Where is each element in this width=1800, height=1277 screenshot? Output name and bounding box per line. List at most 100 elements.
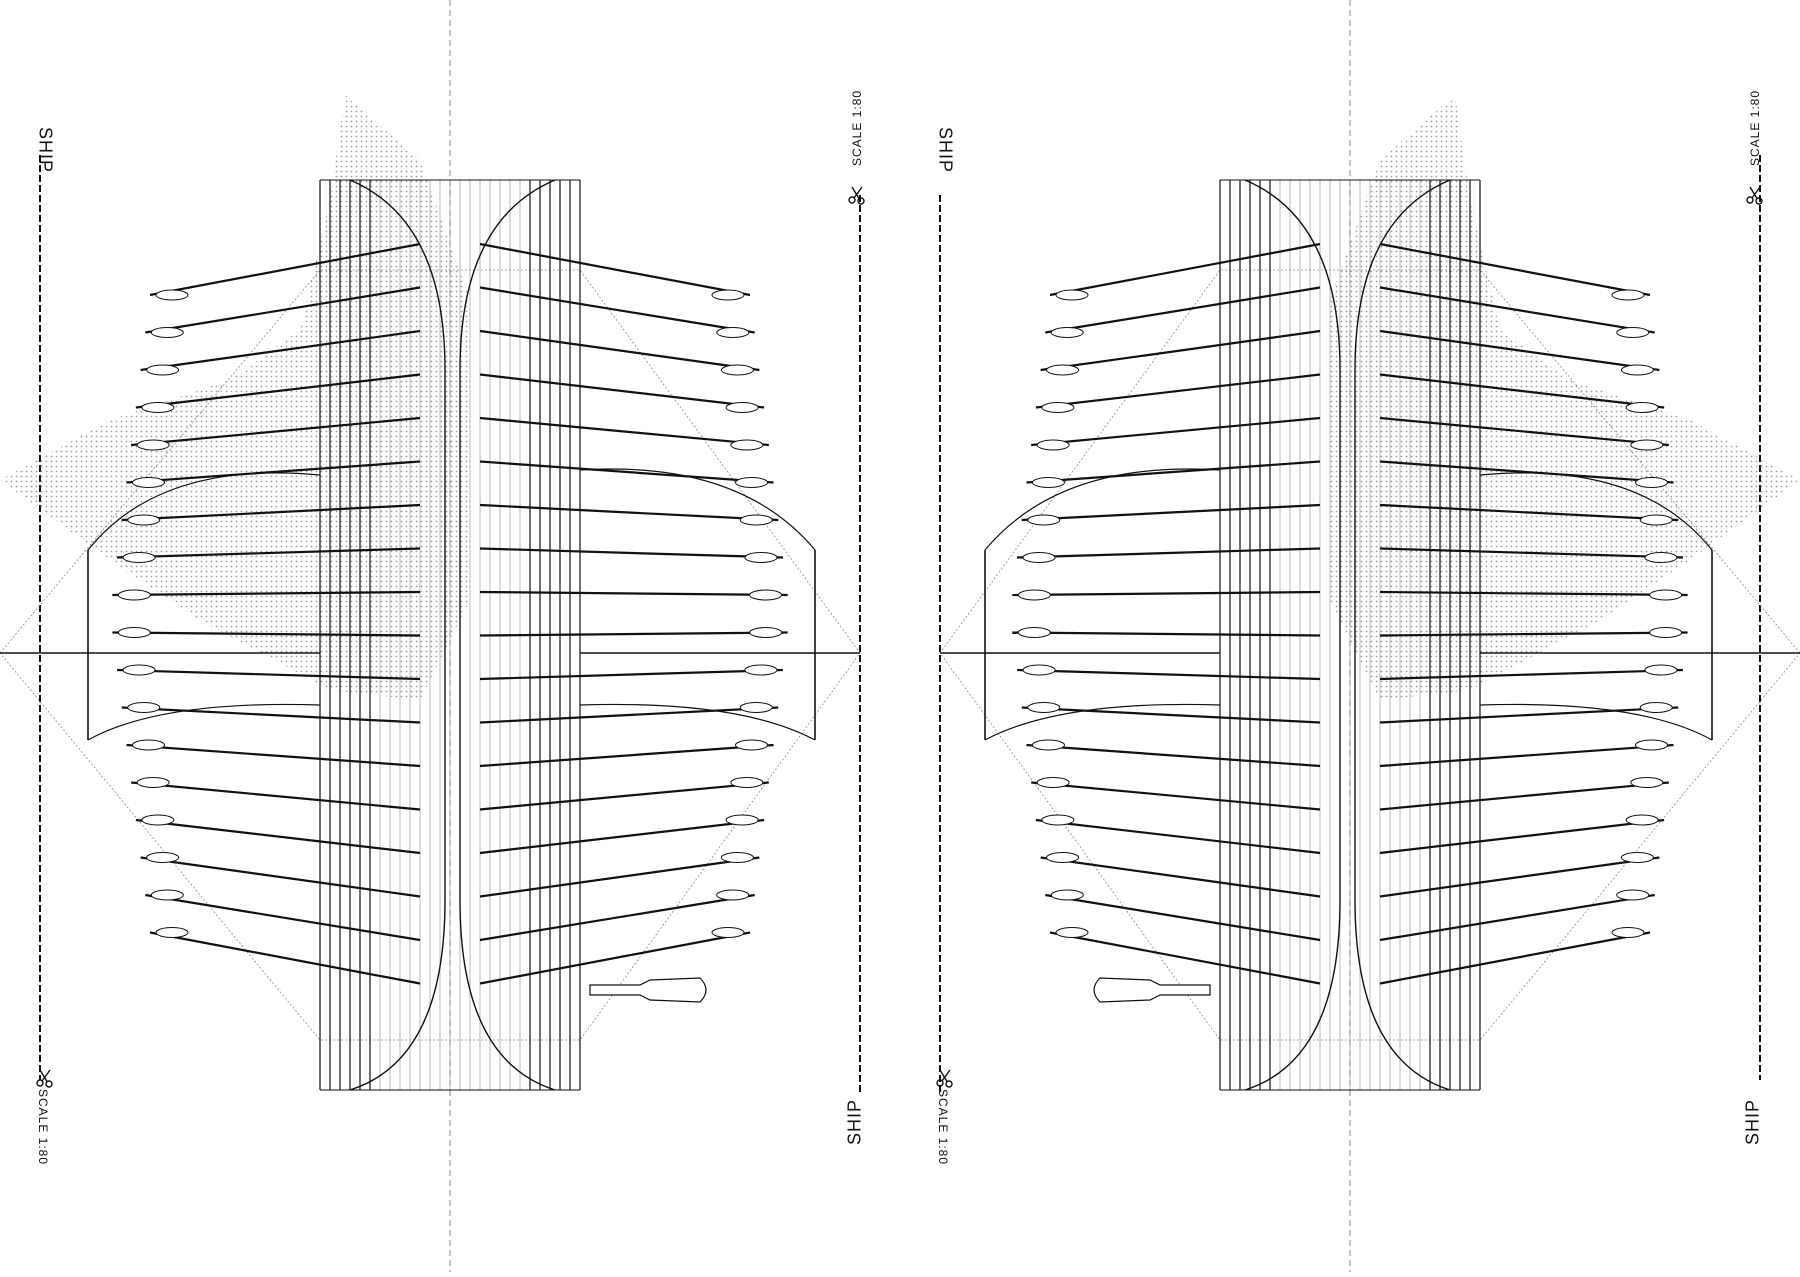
oar-blade-left bbox=[1620, 364, 1654, 376]
oar-blade-left bbox=[117, 627, 151, 638]
oar-blade-right bbox=[1046, 364, 1080, 376]
oar-left bbox=[126, 743, 421, 768]
oar-blade-left bbox=[150, 889, 184, 901]
oar-blade-right bbox=[1041, 814, 1075, 826]
oar-blade-right bbox=[711, 289, 745, 301]
oar-blade-right bbox=[730, 439, 764, 451]
oar-right bbox=[479, 242, 751, 297]
oar-blade-right bbox=[739, 702, 773, 713]
oar-blade-left bbox=[1625, 814, 1659, 826]
oar-blade-right bbox=[1055, 289, 1089, 301]
oar-blade-right bbox=[744, 552, 778, 563]
scissors-icon bbox=[936, 1069, 953, 1088]
oar-right bbox=[479, 547, 783, 559]
oar-right bbox=[1026, 460, 1321, 484]
oar-blade-left bbox=[136, 777, 170, 788]
oar-right bbox=[1049, 931, 1321, 985]
oar-left bbox=[1379, 373, 1665, 409]
oar-blade-right bbox=[1050, 327, 1084, 338]
oar-blade-left bbox=[122, 552, 156, 563]
right-scale-label-top: SCALE 1:80 bbox=[1748, 89, 1762, 167]
oar-blade-right bbox=[1036, 777, 1070, 788]
oar-right bbox=[479, 818, 765, 855]
oar-left bbox=[131, 416, 421, 447]
oar-blade-left bbox=[1630, 439, 1664, 451]
oar-blade-left bbox=[1649, 627, 1683, 638]
oar-right bbox=[479, 931, 751, 985]
oar-left bbox=[149, 242, 421, 297]
left-ship-title-top: SHIP bbox=[35, 126, 56, 174]
oar-left bbox=[1379, 329, 1660, 372]
oar-left bbox=[1379, 631, 1688, 637]
sail-arc bbox=[1479, 703, 1713, 741]
sail-arc bbox=[87, 472, 321, 551]
left-panel-drawing bbox=[0, 0, 861, 1272]
oar-blade-right bbox=[716, 327, 750, 338]
oar-blade-left bbox=[1616, 327, 1650, 338]
sail-arc bbox=[87, 703, 321, 741]
oar-right bbox=[479, 503, 779, 522]
oar-blade-left bbox=[141, 402, 175, 413]
oar-blade-right bbox=[1031, 739, 1065, 751]
sail-arc bbox=[984, 468, 1221, 551]
oar-blade-left bbox=[1644, 552, 1678, 563]
oar-blade-left bbox=[122, 664, 156, 676]
oar-right bbox=[1012, 631, 1321, 637]
oar-right bbox=[1031, 781, 1321, 811]
oar-blade-left bbox=[1635, 477, 1669, 488]
oar-blade-left bbox=[1625, 402, 1659, 413]
oar-right bbox=[1040, 329, 1321, 372]
oar-right bbox=[479, 416, 769, 447]
oar-left bbox=[135, 373, 421, 409]
oar-right bbox=[479, 781, 769, 811]
right-ship-title-top: SHIP bbox=[935, 126, 956, 174]
oar-left bbox=[121, 503, 421, 522]
oar-blade-left bbox=[131, 477, 165, 488]
oar-blade-left bbox=[131, 739, 165, 751]
oar-right bbox=[479, 856, 760, 898]
scissors-icon bbox=[848, 186, 865, 205]
oar-right bbox=[1012, 590, 1321, 597]
oar-blade-right bbox=[725, 402, 759, 413]
oar-left bbox=[1379, 286, 1655, 334]
oar-blade-right bbox=[1017, 627, 1051, 638]
oar-blade-right bbox=[1017, 589, 1051, 601]
oar-blade-right bbox=[716, 889, 750, 901]
oar-right bbox=[1021, 706, 1321, 724]
oar-blade-right bbox=[725, 814, 759, 826]
oar-left bbox=[121, 706, 421, 724]
hull-section-curve bbox=[1354, 179, 1451, 1091]
oar-left bbox=[126, 460, 421, 484]
oar-right bbox=[1040, 856, 1321, 898]
oar-blade-right bbox=[1046, 852, 1080, 863]
oar-left bbox=[1379, 590, 1688, 597]
oar-left bbox=[117, 668, 421, 681]
oar-left bbox=[135, 818, 421, 855]
oar-left bbox=[145, 893, 421, 942]
oar-blade-left bbox=[1635, 739, 1669, 751]
right-scale-label-bottom: SCALE 1:80 bbox=[936, 1088, 950, 1166]
oar-blade-left bbox=[141, 814, 175, 826]
scissors-icon bbox=[36, 1069, 53, 1088]
oar-blade-right bbox=[720, 364, 754, 376]
oar-left bbox=[112, 590, 421, 597]
oar-left bbox=[117, 547, 421, 559]
oar-left bbox=[131, 781, 421, 811]
oar-right bbox=[479, 668, 783, 681]
oar-blade-left bbox=[117, 589, 151, 601]
oar-left bbox=[112, 631, 421, 637]
left-scale-label-bottom: SCALE 1:80 bbox=[36, 1088, 50, 1166]
oar-blade-right bbox=[749, 589, 783, 601]
oar-left bbox=[1379, 818, 1665, 855]
oar-right bbox=[1031, 416, 1321, 447]
oar-blade-left bbox=[1620, 852, 1654, 863]
oar-blade-right bbox=[735, 739, 769, 751]
oar-blade-left bbox=[1630, 777, 1664, 788]
steering-oar bbox=[589, 977, 707, 1003]
oar-right bbox=[1035, 818, 1321, 855]
oar-blade-left bbox=[150, 327, 184, 338]
oar-right bbox=[479, 373, 765, 409]
scissors-icon bbox=[1746, 186, 1763, 205]
